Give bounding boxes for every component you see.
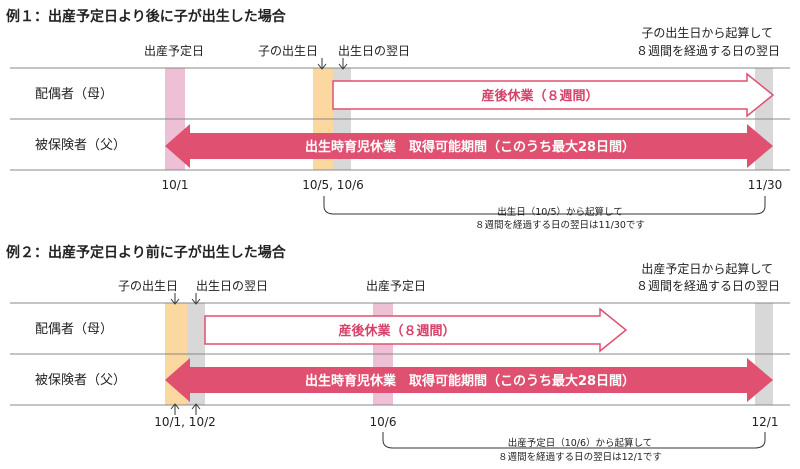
ex2-start-up-pointer-icon bbox=[170, 403, 180, 415]
ex1-next-day-label: 出生日の翌日 bbox=[338, 44, 410, 58]
ex2-next-day-label: 出生日の翌日 bbox=[196, 279, 268, 293]
ex2-note-bracket bbox=[382, 432, 755, 449]
ex1-birth-label: 子の出生日 bbox=[258, 44, 318, 58]
ex2-row-spouse: 配偶者（母） bbox=[35, 322, 113, 337]
ex2-birth-label: 子の出生日 bbox=[118, 279, 178, 293]
ex2-note-corner bbox=[754, 439, 766, 449]
ex1-date-birth: 10/5, 10/6 bbox=[302, 178, 364, 192]
ex2-next-day-pointer-icon bbox=[191, 293, 201, 305]
ex2-date-due: 10/6 bbox=[370, 415, 397, 429]
ex2-paternity-leave-text: 出生時育児休業 取得可能期間（このうち最大28日間） bbox=[305, 373, 635, 389]
ex1-note-bracket bbox=[323, 196, 755, 215]
ex1-row-spouse: 配偶者（母） bbox=[35, 87, 113, 102]
ex2-note-line1: 出産予定日（10/6）から起算して bbox=[508, 437, 653, 449]
ex1-paternity-leave-text: 出生時育児休業 取得可能期間（このうち最大28日間） bbox=[305, 139, 635, 155]
ex2-paternity-leave-arrow bbox=[165, 358, 773, 402]
ex2-maternity-leave-text: 産後休業（８週間） bbox=[338, 323, 455, 339]
ex2-date-birth: 10/1, 10/2 bbox=[154, 415, 216, 429]
ex1-maternity-leave-arrow bbox=[332, 72, 775, 118]
ex2-date-end: 12/1 bbox=[752, 415, 779, 429]
ex1-row-insured: 被保険者（父） bbox=[35, 138, 126, 153]
ex1-date-end: 11/30 bbox=[748, 178, 783, 192]
ex2-row-insured: 被保険者（父） bbox=[35, 373, 126, 388]
ex2-birth-pointer-icon bbox=[170, 293, 180, 305]
ex1-birth-pointer-icon bbox=[317, 58, 327, 70]
ex1-note-line1: 出生日（10/5）から起算して bbox=[497, 206, 623, 218]
ex1-due-date-label: 出産予定日 bbox=[144, 43, 204, 58]
example1-title: 例１：出産予定日より後に子が出生した場合 bbox=[6, 8, 287, 25]
ex2-end-label-line2: ８週間を経過する日の翌日 bbox=[636, 279, 780, 293]
ex2-due-date-label: 出産予定日 bbox=[366, 278, 426, 293]
ex1-end-label-line2: ８週間を経過する日の翌日 bbox=[636, 44, 780, 58]
ex1-next-day-pointer-icon bbox=[338, 58, 348, 70]
ex2-next-up-pointer-icon bbox=[191, 403, 201, 415]
ex2-end-label-line1: 出産予定日から起算して bbox=[641, 261, 773, 276]
ex1-note-line2: ８週間を経過する日の翌日は11/30です bbox=[475, 219, 645, 231]
example2-title: 例２：出産予定日より前に子が出生した場合 bbox=[6, 244, 287, 261]
ex1-maternity-leave-text: 産後休業（８週間） bbox=[481, 88, 598, 104]
ex1-end-label-line1: 子の出生日から起算して bbox=[641, 25, 773, 40]
ex1-note-corner bbox=[754, 205, 766, 215]
ex2-maternity-leave-arrow bbox=[204, 307, 628, 353]
ex1-paternity-leave-arrow bbox=[165, 124, 773, 168]
ex1-date-start: 10/1 bbox=[162, 178, 189, 192]
ex2-note-line2: ８週間を経過する日の翌日は12/1です bbox=[498, 451, 662, 463]
